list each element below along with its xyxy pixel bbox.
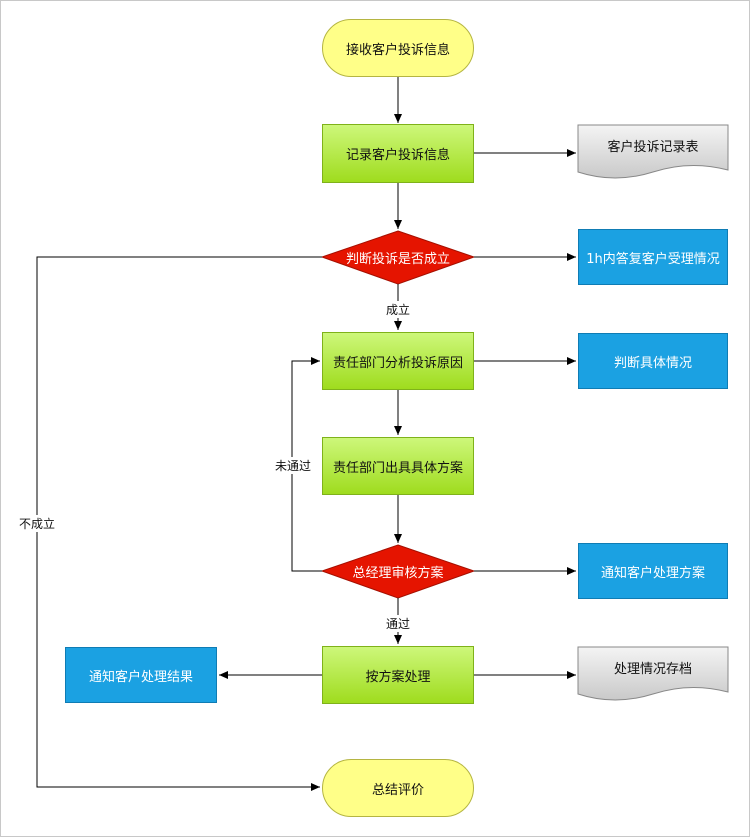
- document-shape-archive: [577, 646, 729, 701]
- notify-plan-label: 通知客户处理方案: [600, 565, 705, 581]
- review-decision: 总经理审核方案: [322, 545, 474, 598]
- end-terminal: 总结评价: [322, 759, 474, 817]
- plan-process: 责任部门出具具体方案: [322, 437, 474, 495]
- judge-decision: 判断投诉是否成立: [322, 231, 474, 284]
- review-label: 总经理审核方案: [352, 566, 444, 581]
- analyze-label: 责任部门分析投诉原因: [332, 355, 463, 371]
- record-doc-node: 客户投诉记录表: [578, 130, 728, 160]
- edge-judge-not-established: [36, 256, 322, 791]
- edge-label-established: 成立: [384, 301, 413, 318]
- notify-result-node: 通知客户处理结果: [65, 647, 217, 703]
- record-doc-label: 客户投诉记录表: [607, 139, 699, 155]
- notify-result-label: 通知客户处理结果: [88, 669, 193, 685]
- plan-label: 责任部门出具具体方案: [332, 460, 463, 476]
- judge-label: 判断投诉是否成立: [345, 252, 450, 267]
- notify-plan-node: 通知客户处理方案: [578, 543, 728, 599]
- judge-detail-node: 判断具体情况: [578, 333, 728, 389]
- edge-label-passed: 通过: [384, 615, 413, 632]
- reply-label: 1h内答复客户受理情况: [586, 251, 720, 267]
- edge-label-not-passed: 未通过: [273, 457, 314, 474]
- handle-process: 按方案处理: [322, 646, 474, 704]
- judge-detail-label: 判断具体情况: [613, 355, 692, 371]
- archive-label: 处理情况存档: [613, 661, 692, 677]
- handle-label: 按方案处理: [365, 669, 431, 685]
- end-label: 总结评价: [371, 782, 424, 798]
- start-terminal: 接收客户投诉信息: [322, 19, 474, 77]
- archive-doc-node: 处理情况存档: [578, 652, 728, 682]
- start-label: 接收客户投诉信息: [345, 42, 450, 58]
- analyze-process: 责任部门分析投诉原因: [322, 332, 474, 390]
- record-label: 记录客户投诉信息: [345, 148, 450, 163]
- edge-label-not-established: 不成立: [17, 515, 58, 532]
- record-process: 记录客户投诉信息: [322, 124, 474, 183]
- reply-node: 1h内答复客户受理情况: [578, 229, 728, 285]
- document-shape-record: [577, 124, 729, 179]
